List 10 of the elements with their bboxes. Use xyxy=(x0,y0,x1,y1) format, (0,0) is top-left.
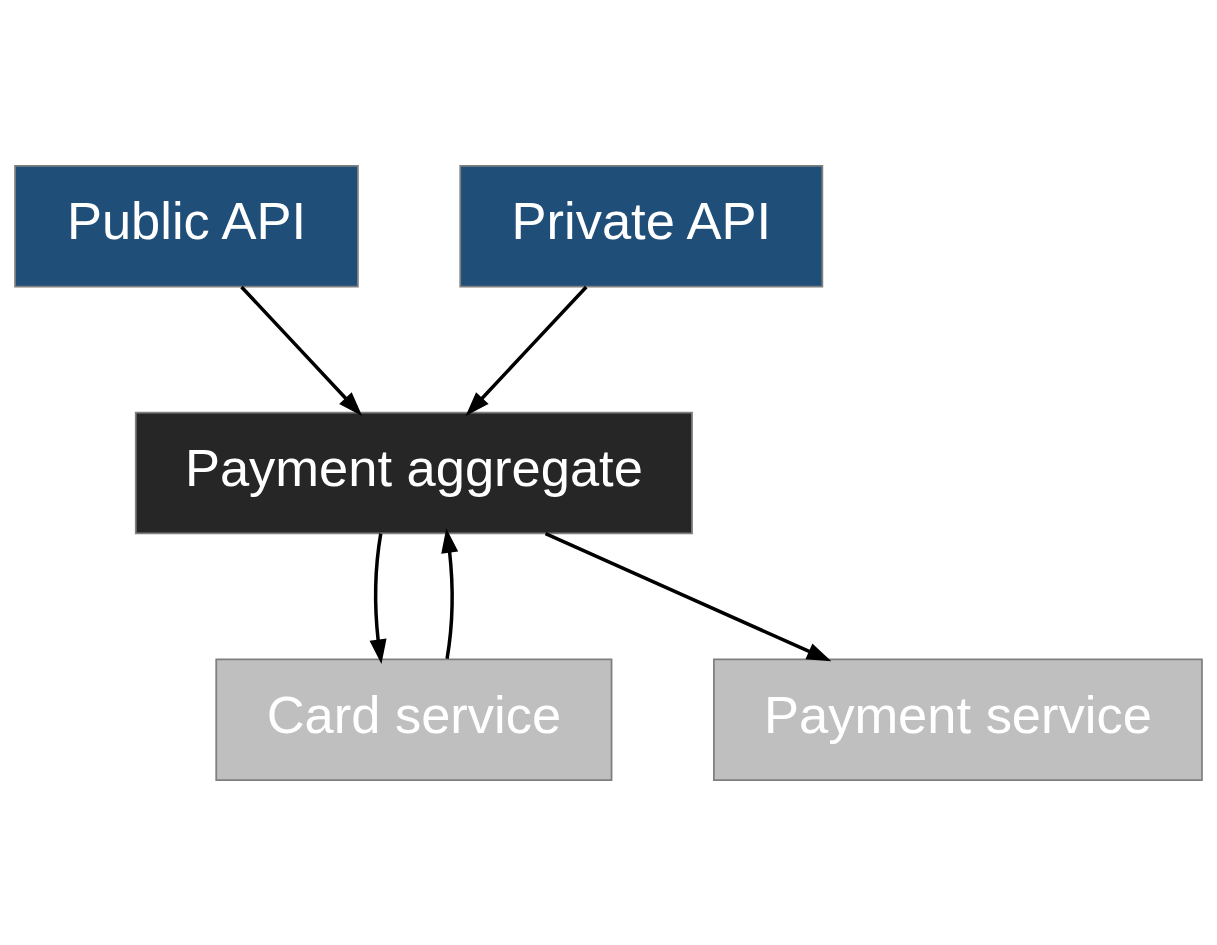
arrow xyxy=(441,527,459,659)
arrow xyxy=(465,285,588,416)
node-box: Card service xyxy=(215,657,613,781)
node-box: Payment service xyxy=(713,657,1203,781)
node-box: Private API xyxy=(459,164,824,288)
arrow xyxy=(240,285,363,416)
node-box: Payment aggregate xyxy=(134,411,693,534)
arrow xyxy=(369,532,387,664)
arrow xyxy=(544,531,832,661)
node-box: Public API xyxy=(14,164,359,288)
